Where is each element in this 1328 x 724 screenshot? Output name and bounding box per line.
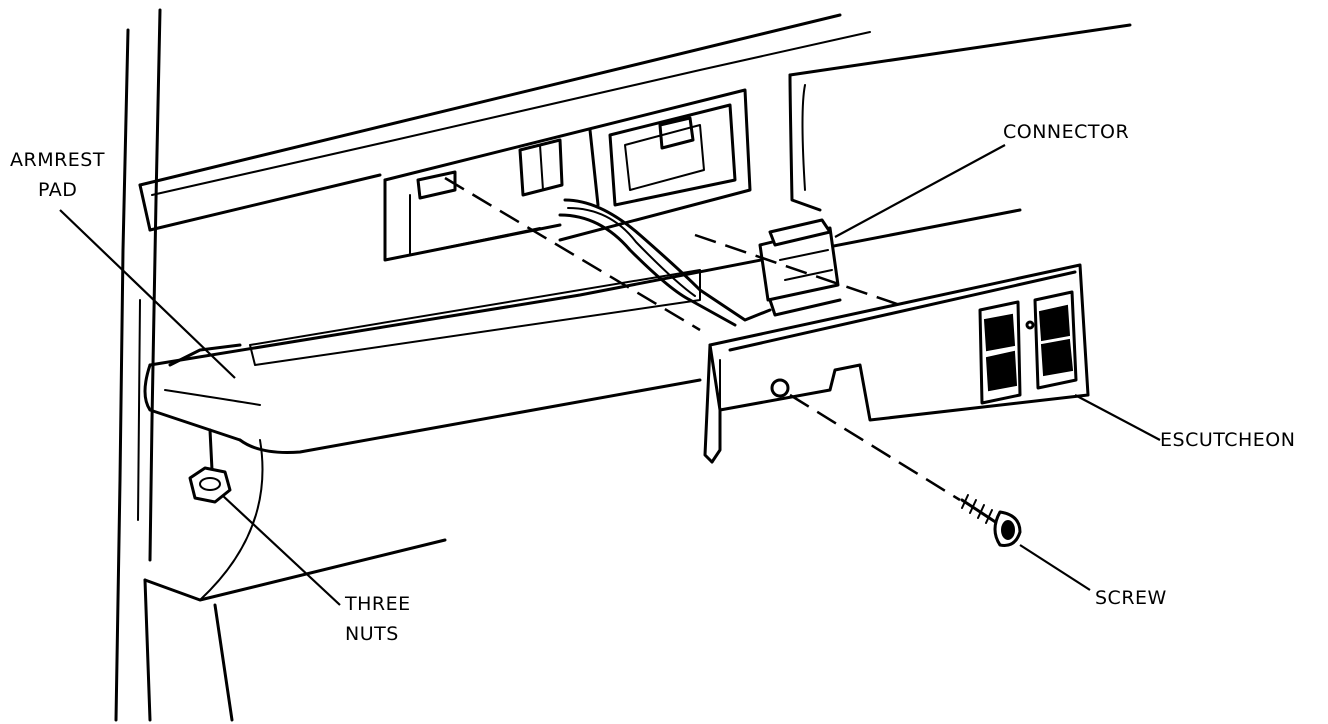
door-frame xyxy=(114,8,447,722)
three-nuts-label-line2: NUTS xyxy=(345,623,399,645)
wiring-harness xyxy=(558,198,772,327)
nut xyxy=(188,466,232,504)
leader-lines xyxy=(59,144,1161,606)
screw-label: SCREW xyxy=(1095,587,1167,609)
upper-trim xyxy=(138,13,1132,232)
armrest-pad-label-line1: ARMREST xyxy=(10,149,105,171)
armrest-pad-label: ARMREST PAD xyxy=(10,145,105,205)
connector xyxy=(758,218,842,317)
escutcheon-label: ESCUTCHEON xyxy=(1160,429,1296,451)
three-nuts-label-line1: THREE xyxy=(345,593,411,615)
armrest-pad-label-line2: PAD xyxy=(38,179,78,201)
escutcheon xyxy=(703,263,1090,464)
alignment-lines xyxy=(444,176,961,502)
door-recess xyxy=(383,88,752,262)
armrest-pad xyxy=(143,208,1022,472)
screw xyxy=(960,494,1022,547)
three-nuts-label: THREE NUTS xyxy=(345,589,411,649)
connector-label: CONNECTOR xyxy=(1003,121,1130,143)
